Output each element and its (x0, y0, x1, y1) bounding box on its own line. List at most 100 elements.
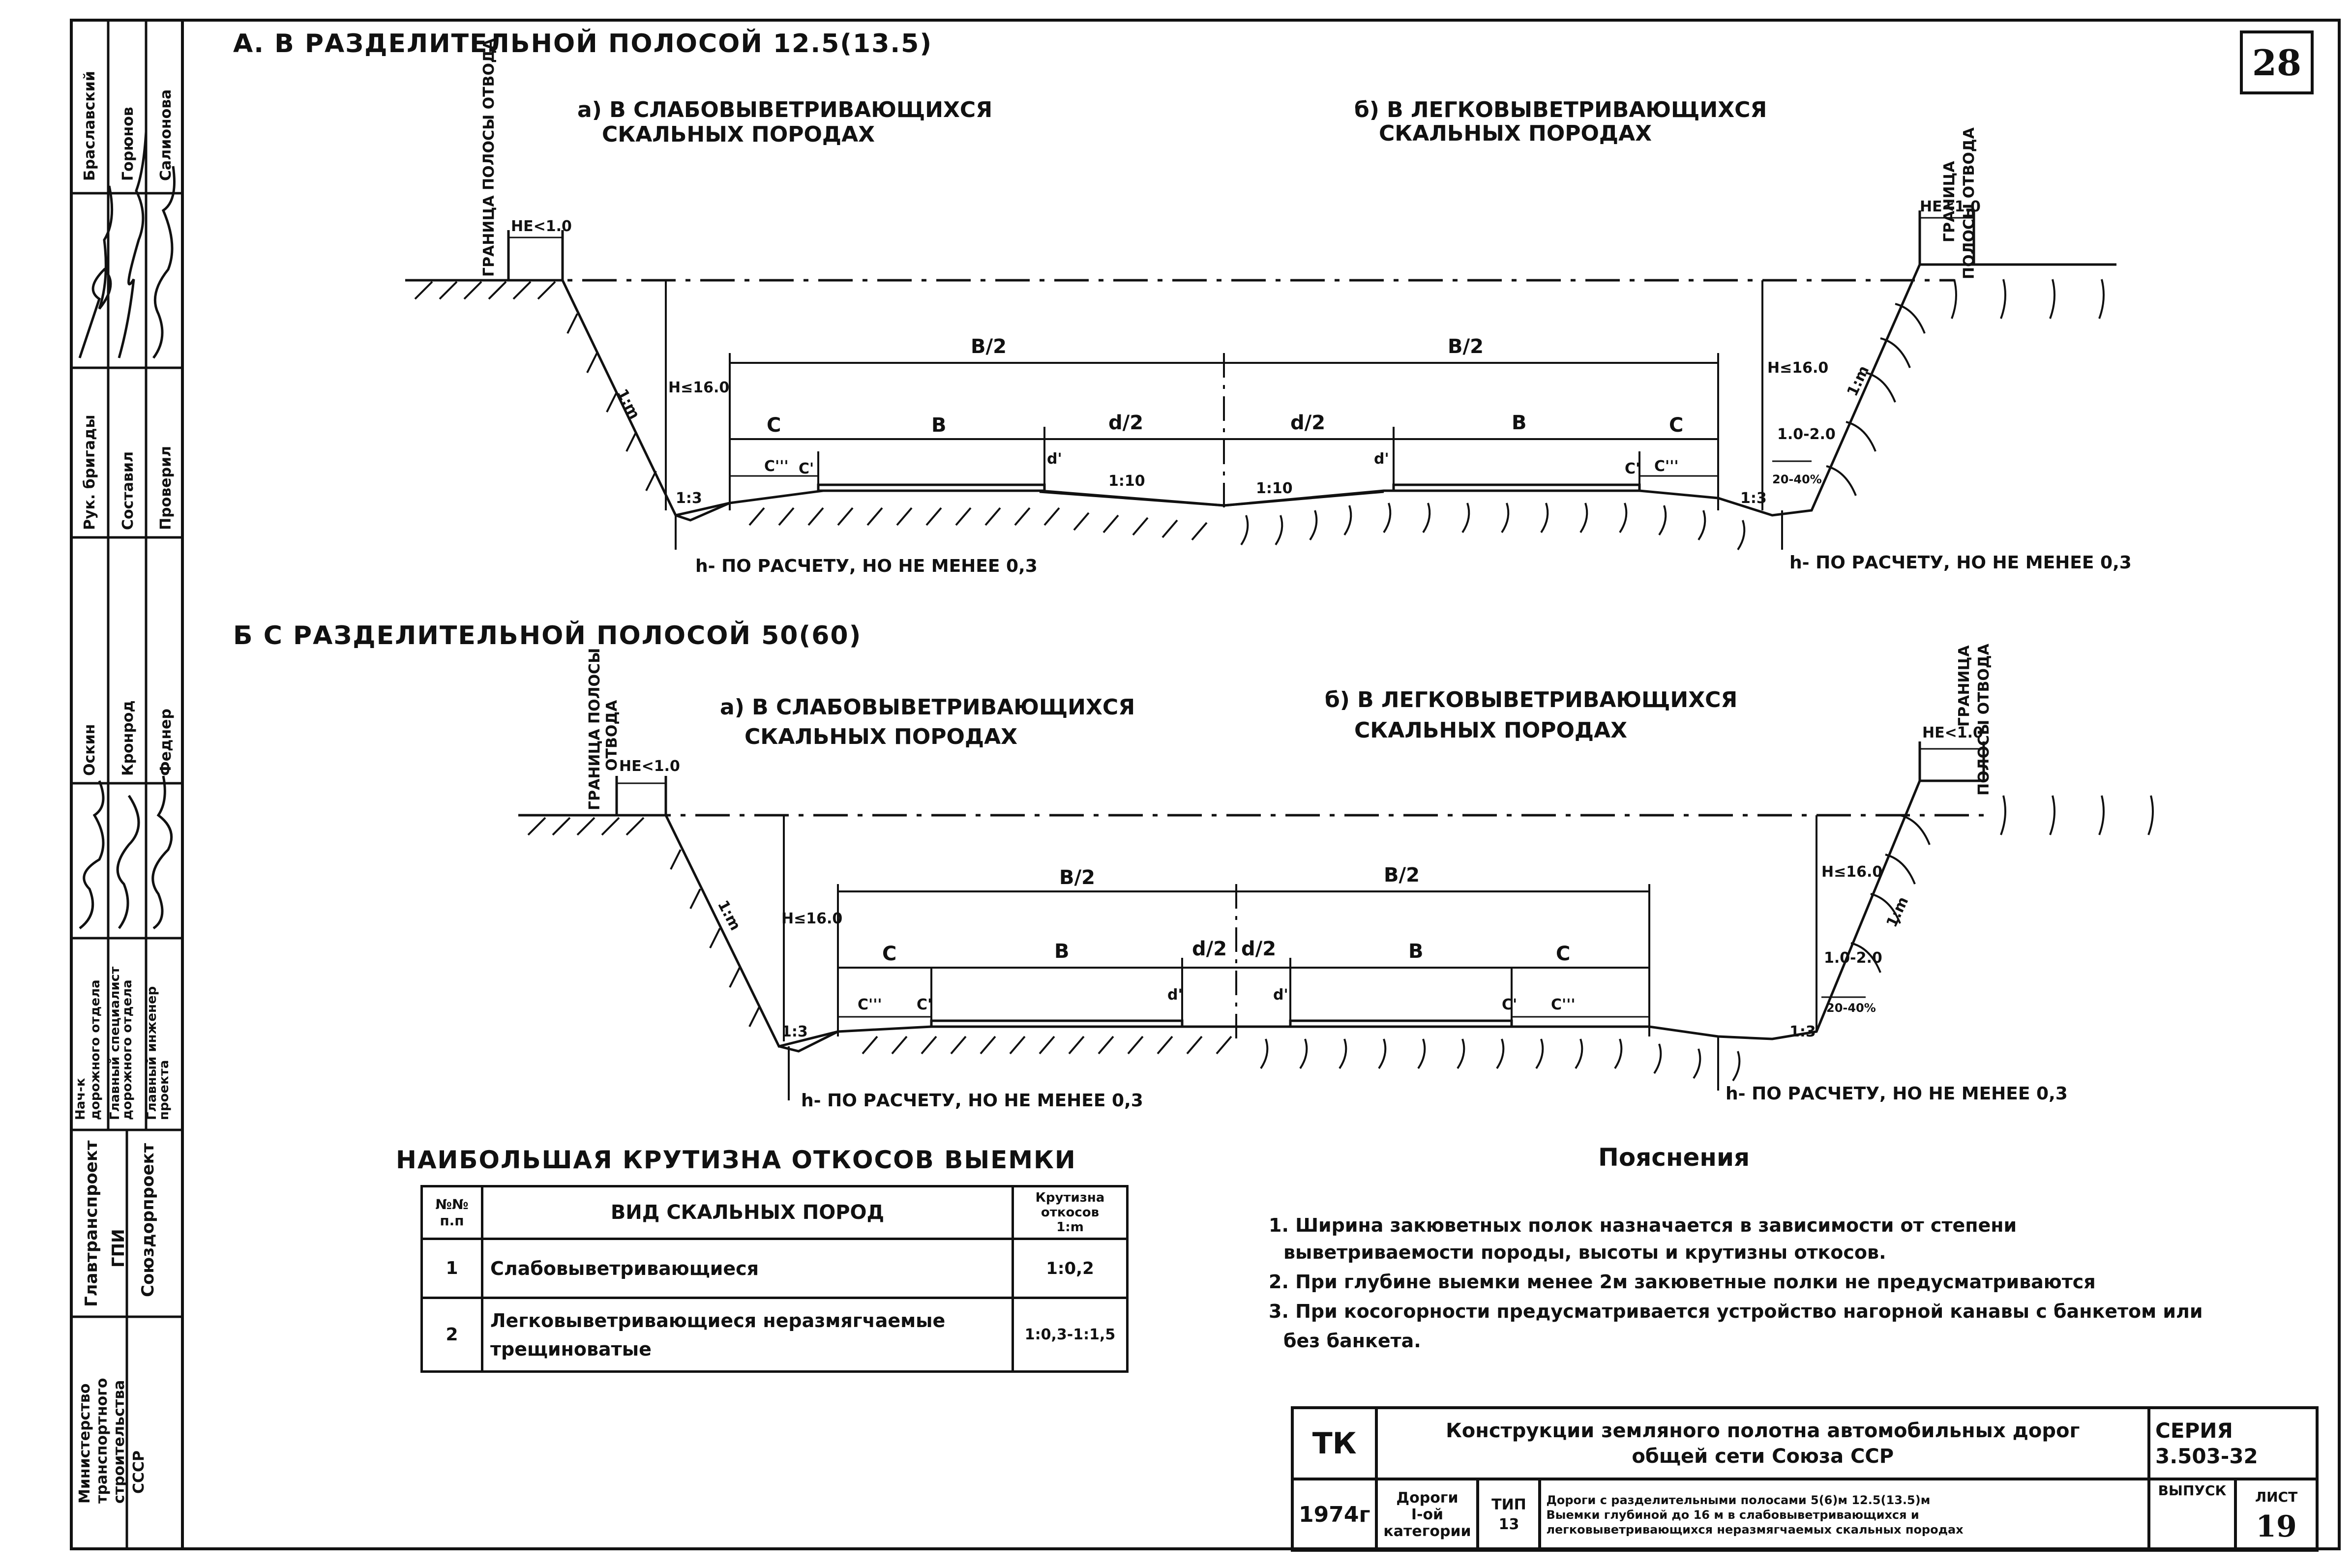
stamp-desc-3: легковыветривающихся неразмягчаемых скал… (1546, 1522, 1964, 1537)
stamp-seria-label: СЕРИЯ (2155, 1418, 2233, 1443)
note-3-line-2: без банкета. (1283, 1330, 1421, 1352)
note-3-line-1: 3. При косогорности предусматривается ус… (1269, 1301, 2203, 1322)
section-b-left-caption-2: СКАЛЬНЫХ ПОРОДАХ (744, 724, 1017, 749)
row-1-slope: 1:0,2 (1012, 1238, 1129, 1299)
col-rock-type: ВИД СКАЛЬНЫХ ПОРОД (481, 1185, 1014, 1240)
stamp-roads-2: I-ой (1411, 1506, 1444, 1523)
section-a-slope-3-left: 1:3 (676, 490, 702, 507)
slope-table: №№ п.п ВИД СКАЛЬНЫХ ПОРОД Крутизна откос… (420, 1185, 1129, 1373)
note-1-line-2: выветриваемости породы, высоты и крутизн… (1283, 1242, 1886, 1263)
section-b-d1-right: d' (1273, 986, 1288, 1004)
stamp-type-value: 13 (1498, 1515, 1519, 1533)
name-oskin: Оскин (81, 724, 98, 776)
section-a-right-caption-2: СКАЛЬНЫХ ПОРОДАХ (1379, 121, 1652, 146)
side-title-block: Министерство транспортного строительства… (70, 19, 184, 1550)
stamp-seria: СЕРИЯ 3.503-32 (2147, 1406, 2319, 1480)
section-a-slope-3-right: 1:3 (1740, 490, 1767, 507)
ministry-line-4: СССР (130, 1450, 148, 1494)
section-a-c1-left: С' (799, 460, 814, 477)
section-a-slope-10-left: 1:10 (1108, 473, 1145, 490)
ministry-line-3: строительства (111, 1380, 128, 1504)
section-a-d2-left: d/2 (1108, 412, 1143, 434)
stamp-desc-1: Дороги с разделительными полосами 5(6)м … (1546, 1493, 1931, 1507)
section-a-d1-left: d' (1047, 450, 1062, 468)
section-a-h-note-right: h- ПО РАСЧЕТУ, НО НЕ МЕНЕЕ 0,3 (1789, 553, 2132, 573)
section-a-left-caption-2: СКАЛЬНЫХ ПОРОДАХ (602, 122, 875, 147)
row-2-number: 2 (420, 1297, 483, 1373)
section-a-b2-left: В/2 (971, 335, 1007, 358)
section-b-slope-3-right: 1:3 (1789, 1023, 1816, 1040)
col-slope-line-2: откосов (1041, 1205, 1100, 1220)
section-b-c3-left: С''' (858, 996, 882, 1013)
section-b-slope-m-right: 1:m (1883, 894, 1912, 930)
stamp-description: Дороги с разделительными полосами 5(6)м … (1538, 1478, 2150, 1552)
org-line-1: Главтранспроект (82, 1140, 101, 1307)
col-number: №№ п.п (420, 1185, 483, 1240)
signatures (78, 131, 176, 930)
section-b-c-right: С (1556, 943, 1570, 965)
col-slope: Крутизна откосов 1:m (1012, 1185, 1129, 1240)
name-salionova: Салионова (157, 89, 175, 181)
section-a-b-right: В (1512, 412, 1527, 434)
section-b-right-caption-2: СКАЛЬНЫХ ПОРОДАХ (1354, 718, 1627, 743)
section-b-h-left: Н≤16.0 (781, 910, 842, 927)
section-b-right-caption-1: б) В ЛЕГКОВЫВЕТРИВАЮЩИХСЯ (1325, 687, 1737, 712)
section-a-c1-right: С' (1625, 460, 1640, 477)
section-b-border-right-2: ПОЛОСЫ ОТВОДА (1975, 643, 1993, 796)
name-fedner: Феднер (157, 709, 175, 776)
position-2: дорожного отдела (88, 979, 103, 1120)
section-a-profile (405, 210, 2116, 551)
row-2-slope: 1:0,3-1:1,5 (1012, 1297, 1129, 1373)
stamp-type: ТИП 13 (1476, 1478, 1542, 1552)
stamp-title-line-1: Конструкции земляного полотна автомобиль… (1446, 1419, 2080, 1442)
section-b-slope-m-left: 1:m (714, 897, 744, 933)
stamp-roads: Дороги I-ой категории (1375, 1478, 1480, 1552)
section-b-ne-right: НЕ<1.0 (1922, 724, 1983, 741)
section-a-c-left: С (767, 414, 781, 437)
name-goryunov: Горюнов (119, 107, 137, 181)
stamp-title: Конструкции земляного полотна автомобиль… (1375, 1406, 2150, 1480)
section-b-bench: 1.0-2.0 (1824, 949, 1882, 967)
section-b-b2-left: В/2 (1059, 866, 1095, 889)
section-a-border-right-2: ПОЛОСЫ ОТВОДА (1961, 127, 1978, 279)
section-b-border-left-1: ГРАНИЦА ПОЛОСЫ (586, 648, 603, 810)
stamp-desc-2: Выемки глубиной до 16 м в слабовыветрива… (1546, 1508, 1919, 1522)
stamp-type-label: ТИП (1491, 1496, 1526, 1513)
stamp-sheet: ЛИСТ 19 (2234, 1478, 2319, 1552)
cross-section-drawing: А. В РАЗДЕЛИТЕЛЬНОЙ ПОЛОСОЙ 12.5(13.5) а… (233, 29, 2154, 1111)
section-b-c3-right: С''' (1551, 996, 1576, 1013)
ministry-line-1: Министерство (76, 1384, 93, 1504)
section-b-b-left: В (1054, 940, 1070, 963)
table-row: 1 Слабовыветривающиеся 1:0,2 (420, 1238, 1129, 1299)
section-b-profile (518, 741, 2154, 1100)
notes-title: Пояснения (1598, 1143, 1750, 1172)
section-b-b2-right: В/2 (1384, 864, 1420, 887)
note-1-line-1: 1. Ширина закюветных полок назначается в… (1269, 1214, 2017, 1236)
section-b-d2-left: d/2 (1192, 938, 1227, 960)
stamp-roads-1: Дороги (1396, 1489, 1459, 1507)
section-a-b2-right: В/2 (1448, 335, 1484, 358)
section-b-h-right: Н≤16.0 (1821, 863, 1882, 881)
section-a-c3-right: С''' (1654, 458, 1679, 475)
section-a-slope-10-right: 1:10 (1256, 480, 1293, 497)
section-a-ne-left: НЕ<1.0 (511, 218, 572, 235)
ministry-line-2: транспортного (93, 1378, 111, 1504)
section-b-left-caption-1: а) В СЛАБОВЫВЕТРИВАЮЩИХСЯ (720, 695, 1135, 720)
slope-table-header: №№ п.п ВИД СКАЛЬНЫХ ПОРОД Крутизна откос… (420, 1185, 1129, 1240)
row-1-type: Слабовыветривающиеся (481, 1238, 1014, 1299)
section-a-h-left: Н≤16.0 (668, 379, 729, 396)
position-3: Главный специалист (108, 967, 122, 1120)
section-a-border-right-1: ГРАНИЦА (1941, 161, 1958, 242)
org-line-2: ГПИ (109, 1229, 128, 1268)
stamp-issue: ВЫПУСК (2147, 1478, 2237, 1552)
name-braslavsky: Браславский (81, 71, 98, 181)
section-a-bench: 1.0-2.0 (1777, 426, 1836, 443)
section-b-c1-right: С' (1502, 996, 1517, 1013)
section-a-d1-right: d' (1374, 450, 1389, 468)
section-b-title: Б С РАЗДЕЛИТЕЛЬНОЙ ПОЛОСОЙ 50(60) (233, 621, 862, 651)
section-b-h-note-left: h- ПО РАСЧЕТУ, НО НЕ МЕНЕЕ 0,3 (801, 1091, 1143, 1111)
section-b-d2-right: d/2 (1241, 938, 1276, 960)
section-a-bench-pct: 20-40% (1772, 473, 1822, 486)
stamp-seria-value: 3.503-32 (2155, 1444, 2258, 1468)
org-line-3: Союздорпроект (138, 1143, 158, 1297)
